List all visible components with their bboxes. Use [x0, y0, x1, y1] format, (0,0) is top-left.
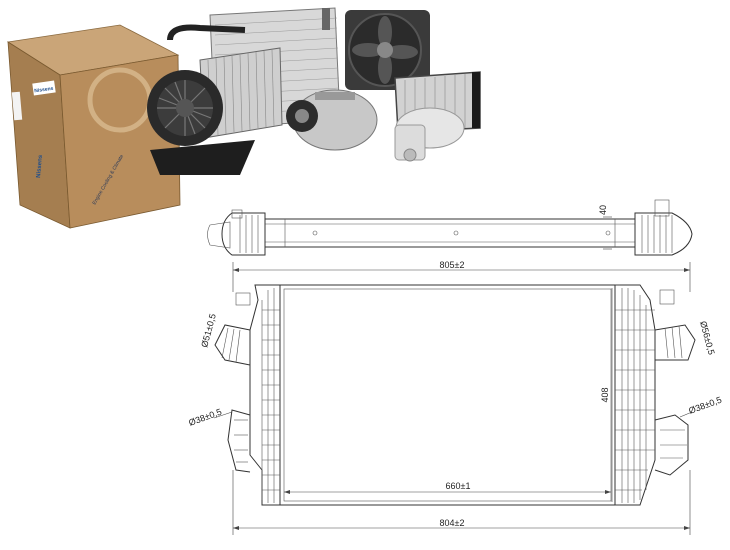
core-width-label: 660±1 — [446, 481, 471, 491]
length-label: 805±2 — [440, 260, 465, 270]
core-height-dimension: 408 — [600, 284, 620, 506]
inlet-lower-label: Ø38±0,5 — [687, 395, 723, 416]
top-height-label: 40 — [598, 205, 608, 215]
top-view: 40 — [207, 199, 693, 256]
overall-width-label: 804±2 — [440, 518, 465, 528]
product-range-photo: Nissens Nissens Engine Cooling & Climate — [6, 7, 481, 229]
front-view: Ø51±0,5 Ø38±0,5 Ø56±0,5 Ø — [187, 284, 723, 506]
blower-motor-part — [147, 70, 255, 175]
nissens-box: Nissens Nissens Engine Cooling & Climate — [6, 24, 181, 229]
length-dimension: 805±2 — [232, 260, 691, 292]
core-width-dimension: 660±1 — [284, 481, 611, 494]
box-brand-label: Nissens — [34, 86, 54, 95]
outlet-lower-label: Ø38±0,5 — [187, 407, 223, 428]
overall-width-dimension: 804±2 — [232, 470, 691, 535]
ac-compressor-part — [286, 89, 378, 151]
inlet-upper-label: Ø56±0,5 — [698, 320, 717, 356]
cooling-fan-part — [345, 10, 430, 90]
receiver-dryer-part — [394, 107, 465, 162]
technical-drawing: 40 805±2 Ø51 — [187, 199, 723, 535]
box-side-label: Nissens — [36, 154, 44, 178]
core-height-label: 408 — [600, 387, 610, 402]
outlet-upper-label: Ø51±0,5 — [199, 313, 218, 349]
